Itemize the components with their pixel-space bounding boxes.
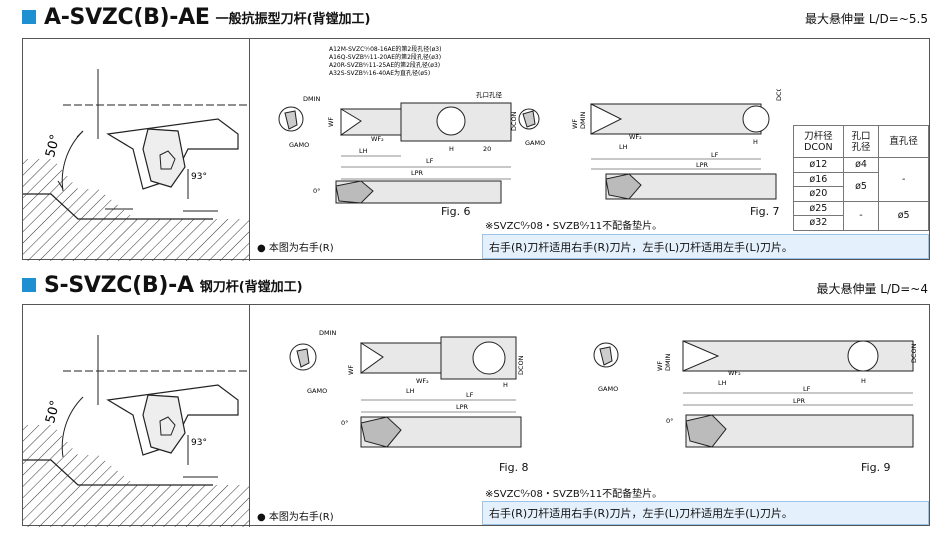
fig7-lpr: LPR [696,161,709,169]
section2-shim-note: ※SVZC⁰⁄₇08・SVZB⁰⁄₇11不配备垫片。 [485,489,663,500]
table-cell: ø32 [793,215,844,231]
fig6-lf: LF [426,157,434,165]
fig7-wf: WF [571,119,579,129]
section1-header: A-SVZC(B)-AE 一般抗振型刀杆(背镗加工) [22,4,371,30]
fig7-dcon: DCON [775,89,783,101]
fig9-h: H [861,377,866,385]
table-cell: ø16 [793,171,844,187]
section1-fig6-drawing: A12M-SVZC⁰⁄₇08-16AE的第2段孔径(ø3) A16Q-SVZB⁰… [278,45,518,204]
fig9-zero: 0° [666,417,673,425]
fig6-h: H [449,145,454,153]
section1-fig7-drawing: GAMO DMIN WF WF₂ LH LF LPR H DCON 0° [518,89,783,204]
fig7-lh: LH [619,143,628,151]
section1-angle-label: 50° [43,133,63,159]
fig6-dmin: DMIN [303,95,321,103]
section2-code: S-SVZC(B)-A [44,272,194,298]
section2-fig-a: Fig. 8 [499,461,529,474]
callout-3: A20R-SVZB⁰⁄₇11-25AE的第2段孔径(ø3) [329,61,440,69]
section1-fig-b: Fig. 7 [750,205,780,218]
fig8-zero: 0° [341,419,348,427]
fig9-wf2: WF₂ [728,369,741,377]
section2-subtitle: 钢刀杆(背镗加工) [199,279,303,295]
section-marker-icon [22,10,36,24]
section2-fig8-drawing: DMIN GAMO WF WF₂ LH LF LPR H DCON 0° [289,329,525,448]
section2-angle-label: 50° [43,399,63,425]
fig9-wf: WF [656,361,664,371]
fig7-gamo: GAMO [525,139,545,147]
fig8-h: H [503,381,508,389]
section1-boring-illustration: 50° 93° [23,69,249,261]
fig6-zero: 0° [313,187,320,195]
section1-panel: 50° 93° ● 本图为右手(R) A12M-SVZC⁰⁄₇08-16AE的第… [22,38,930,261]
callout-1: A12M-SVZC⁰⁄₇08-16AE的第2段孔径(ø3) [329,45,441,53]
fig8-lf: LF [466,391,474,399]
section1-angle-93: 93° [191,172,207,182]
section2-right-hand-note: ● 本图为右手(R) [257,512,334,523]
fig6-hole: 孔口孔径 [476,90,503,99]
fig9-lpr: LPR [793,397,806,405]
fig7-h: H [753,138,758,146]
fig9-gamo: GAMO [598,385,618,393]
fig6-dcon: DCON [510,111,518,131]
fig6-wf2: WF₂ [371,135,384,143]
section2-blue-note: 右手(R)刀杆适用右手(R)刀片，左手(L)刀杆适用左手(L)刀片。 [482,501,929,525]
fig6-lh: LH [359,147,368,155]
fig8-gamo: GAMO [307,387,327,395]
fig8-wf2: WF₂ [416,377,429,385]
fig6-gamo: GAMO [289,141,309,149]
table-cell: ø25 [793,200,844,216]
section2-angle-93: 93° [191,438,207,448]
callout-4: A32S-SVZB⁰⁄₇16-40AE为直孔径(ø5) [329,69,430,77]
fig8-dcon: DCON [517,355,525,375]
section2-boring-illustration: 50° 93° [23,335,249,527]
table-cell: ø5 [878,200,929,231]
table-header-hole: 孔口孔径 [842,125,880,158]
table-cell: - [842,200,880,231]
table-cell: ø4 [842,157,880,173]
section1-right-hand-note: ● 本图为右手(R) [257,243,334,254]
section1-blue-note: 右手(R)刀杆适用右手(R)刀片，左手(L)刀杆适用左手(L)刀片。 [482,234,929,259]
fig9-lh: LH [718,379,727,387]
table-cell: ø12 [793,157,844,173]
callout-2: A16Q-SVZB⁰⁄₇11-20AE的第2段孔径(ø3) [329,53,441,61]
section1-code: A-SVZC(B)-AE [44,4,210,30]
table-cell: ø5 [842,171,880,202]
fig7-wf2: WF₂ [629,133,642,141]
fig7-dmin: DMIN [579,111,587,129]
fig9-lf: LF [803,385,811,393]
section2-fig9-drawing: GAMO DMIN WF WF₂ LH LF LPR H DCON 0° [593,340,918,448]
fig6-wf: WF [327,117,335,127]
fig8-wf: WF [347,365,355,375]
fig9-dcon: DCON [910,343,918,363]
fig8-lh: LH [406,387,415,395]
fig8-dmin: DMIN [319,329,337,337]
fig6-twenty: 20 [483,145,491,153]
section2-panel: 50° 93° ● 本图为右手(R) DMIN GAMO WF WF₂ LH L… [22,304,930,527]
section1-fig-a: Fig. 6 [441,205,471,218]
section-marker-icon [22,278,36,292]
section1-shim-note: ※SVZC⁰⁄₇08・SVZB⁰⁄₇11不配备垫片。 [485,221,663,232]
table-header-straight: 直孔径 [878,125,929,158]
fig7-zero: 0° [593,203,600,204]
fig6-lpr: LPR [411,169,424,177]
table-cell: ø20 [793,186,844,202]
section2-header: S-SVZC(B)-A 钢刀杆(背镗加工) [22,272,303,298]
section1-subtitle: 一般抗振型刀杆(背镗加工) [215,11,371,27]
fig9-dmin: DMIN [664,353,672,371]
fig8-lpr: LPR [456,403,469,411]
section2-fig-b: Fig. 9 [861,461,891,474]
table-cell: - [878,157,929,202]
section2-max-overhang: 最大悬伸量 L/D=~4 [816,282,928,296]
section1-max-overhang: 最大悬伸量 L/D=~5.5 [805,12,928,26]
fig7-lf: LF [711,151,719,159]
